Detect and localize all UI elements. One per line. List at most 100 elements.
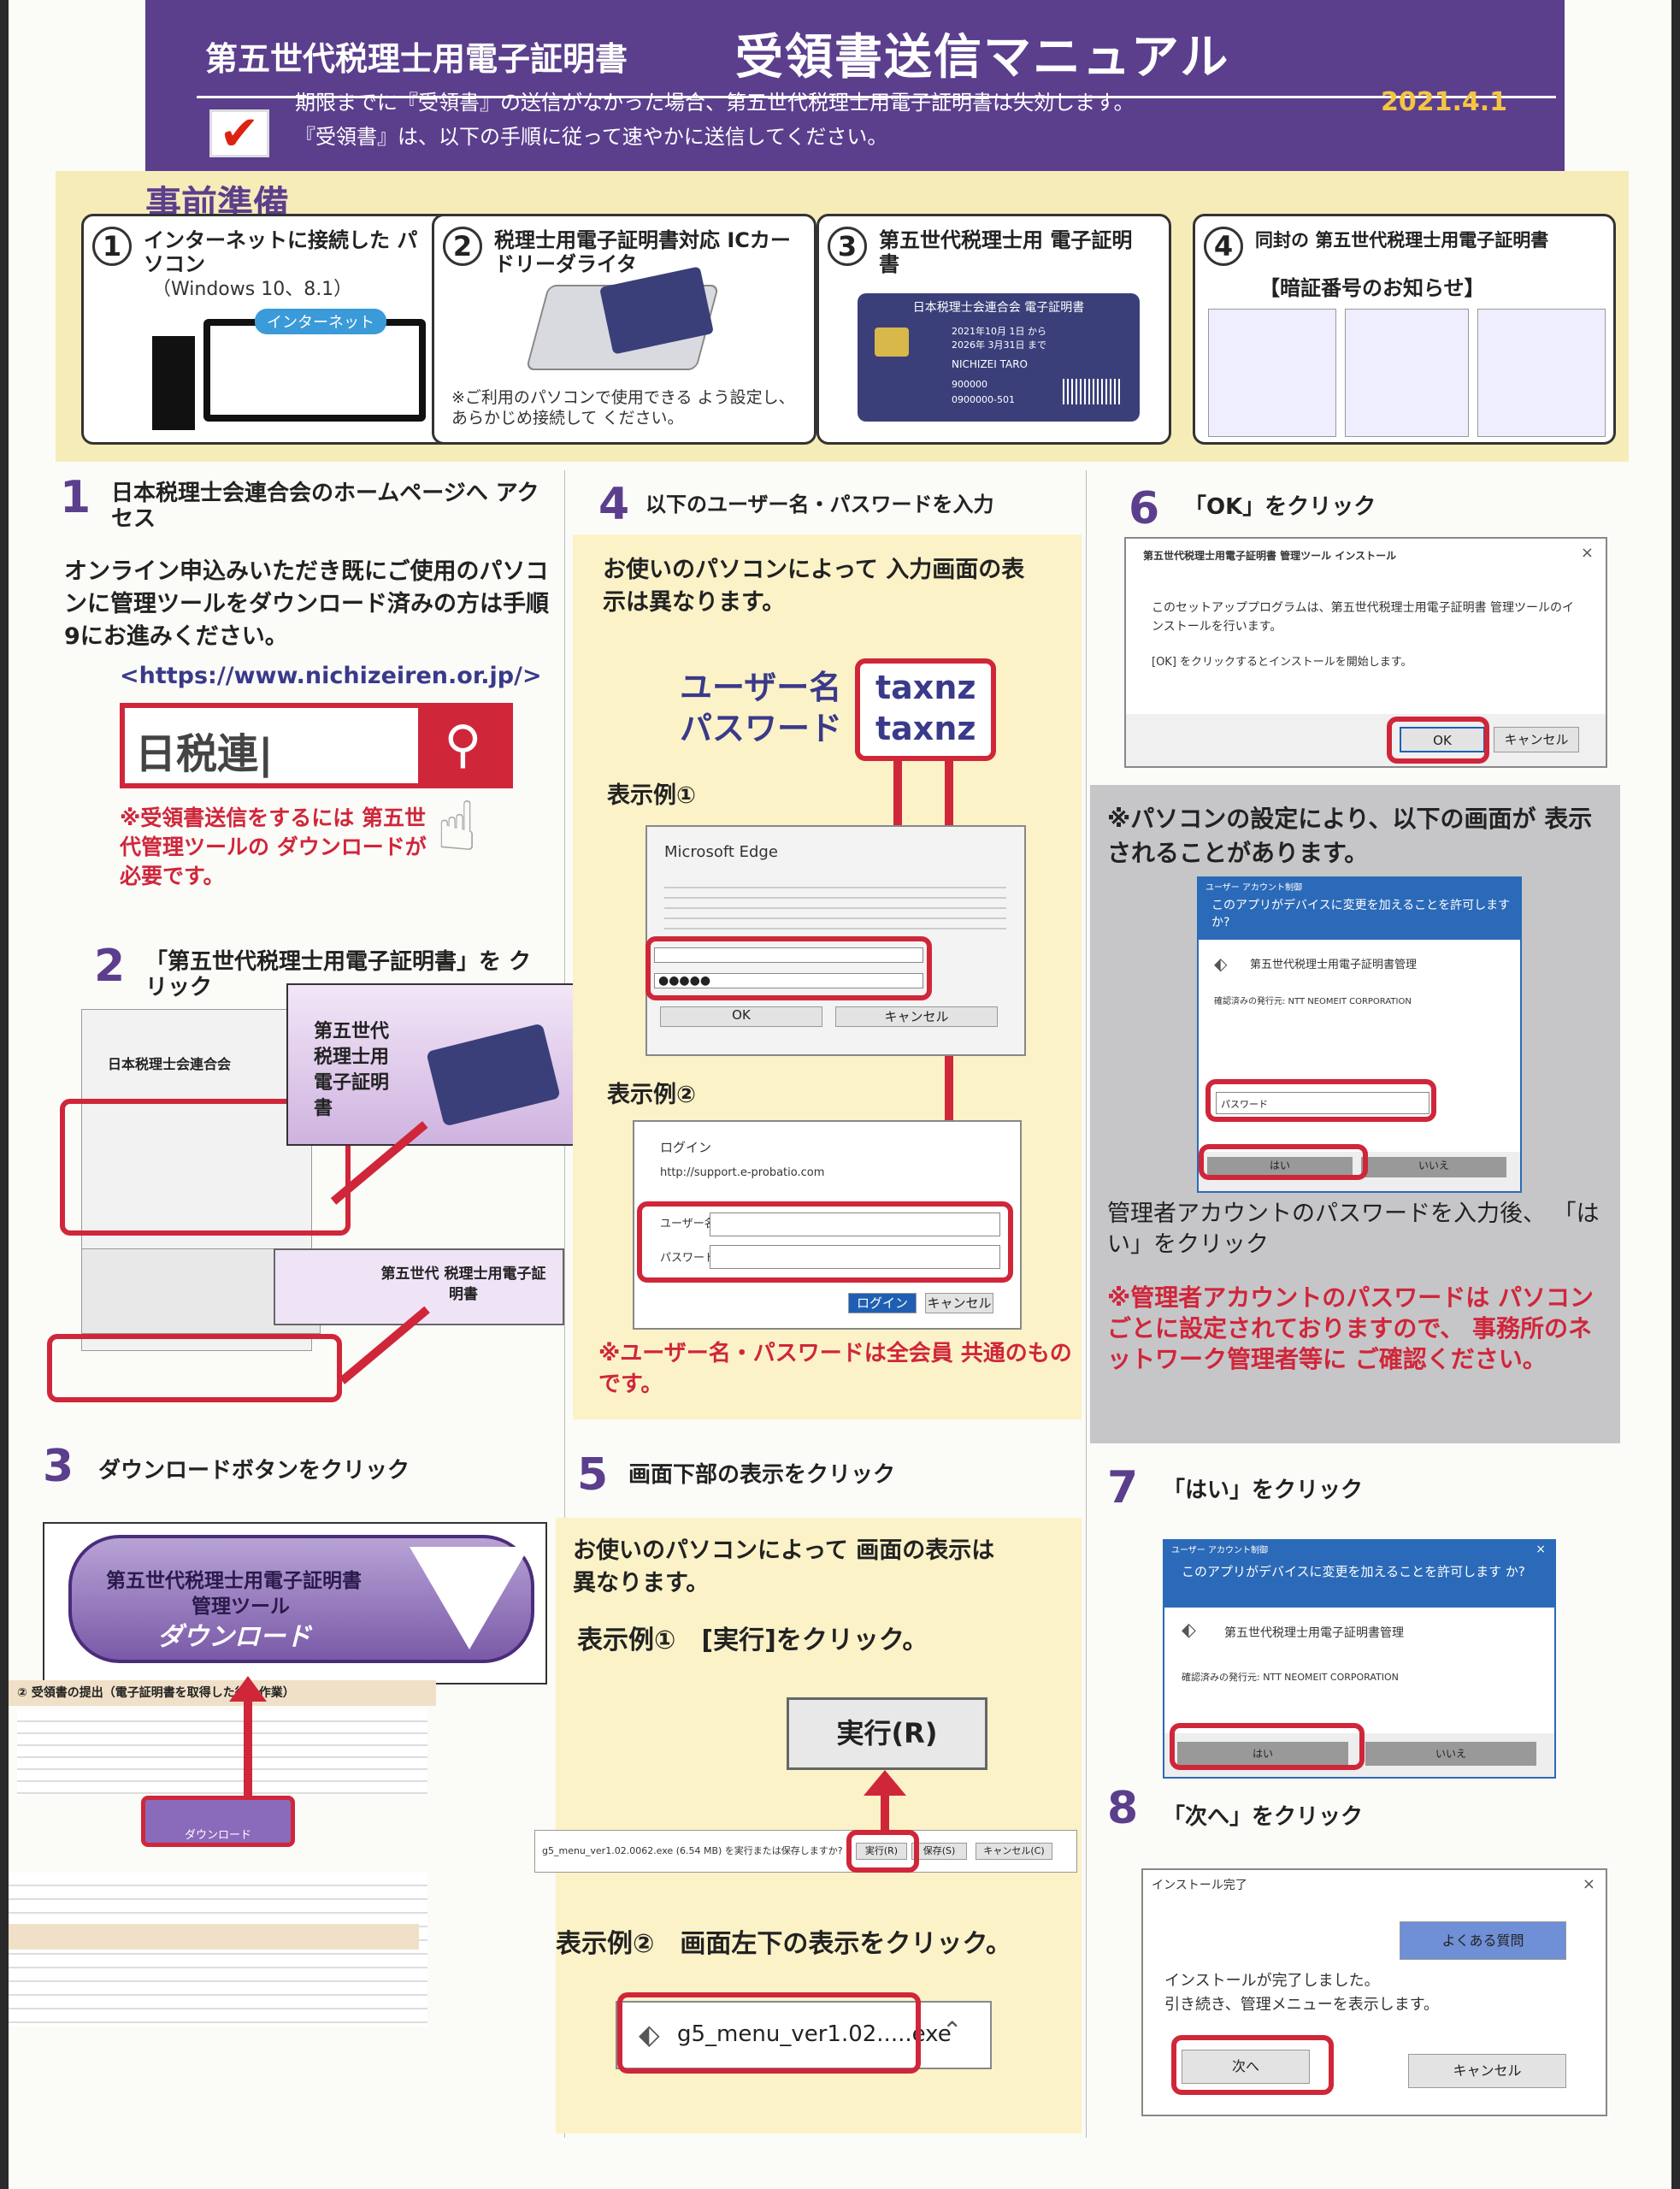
prep-card-sub: （Windows 10、8.1） (152, 279, 353, 300)
login-title: ログイン (660, 1140, 712, 1155)
prep-card-text-2: 【暗証番号のお知らせ】 (1259, 276, 1485, 300)
edge-password-input[interactable]: ●●●●● (654, 973, 923, 988)
up-arrow-head-icon (864, 1770, 906, 1796)
credentials-box: taxnz taxnz (855, 658, 996, 761)
up-arrow-head-icon (229, 1676, 267, 1702)
password-value: taxnz (875, 710, 976, 747)
notice-doc-3 (1477, 309, 1606, 437)
barcode-icon (1063, 379, 1123, 404)
install-complete-title: インストール完了 (1152, 1879, 1247, 1892)
header-title-manual: 受領書送信マニュアル (735, 30, 1230, 86)
uac-no-button[interactable]: いいえ (1361, 1157, 1506, 1177)
login-cancel-button[interactable]: キャンセル (925, 1293, 993, 1313)
card-no-2: 0900000-501 (952, 394, 1015, 405)
uac-app-name: 第五世代税理士用電子証明書管理 (1224, 1626, 1404, 1640)
edge-cancel-button[interactable]: キャンセル (835, 1006, 998, 1027)
uac-password-input[interactable]: パスワード (1216, 1092, 1429, 1114)
doc-sub-heading: ② 受領書の提出（電子証明書を取得した後の作業） (9, 1680, 436, 1706)
search-input[interactable]: 日税連| (135, 730, 274, 778)
highlight-box (1171, 2035, 1334, 2095)
download-button-line-2: 管理ツール (192, 1596, 290, 1618)
download-button[interactable]: 第五世代税理士用電子証明書 管理ツール ダウンロード (68, 1535, 534, 1663)
checkmark-icon: ✔ (209, 109, 269, 158)
prep-card-text: 同封の 第五世代税理士用電子証明書 (1255, 230, 1549, 251)
run-button[interactable]: 実行(R) (787, 1697, 987, 1770)
download-button-small[interactable]: ダウンロード (141, 1796, 295, 1847)
pc-tower-icon (152, 336, 195, 430)
install-cancel-button[interactable]: キャンセル (1408, 2054, 1566, 2088)
bar-cancel-button[interactable]: キャンセル(C) (976, 1843, 1052, 1860)
uac-no-button[interactable]: いいえ (1365, 1742, 1536, 1766)
close-icon[interactable]: × (1582, 1875, 1595, 1893)
cert-banner[interactable]: 第五世代 税理士用 電子証明書 (286, 983, 581, 1146)
manual-sheet: 第五世代税理士用電子証明書 受領書送信マニュアル ✔ 期限までに『受領書』の送信… (9, 0, 1671, 2189)
highlight-box (47, 1334, 342, 1402)
step-8-number: 8 (1107, 1783, 1139, 1834)
card-name: NICHIZEI TARO (952, 358, 1029, 370)
column-divider (564, 470, 565, 2138)
monitor-icon (203, 319, 426, 422)
step-5-body: お使いのパソコンによって 画面の表示は異なります。 (573, 1537, 995, 1596)
step-2-title: 「第五世代税理士用電子証明書」を クリック (145, 949, 532, 1000)
close-icon[interactable]: × (1536, 1543, 1546, 1556)
close-icon[interactable]: × (1580, 544, 1594, 562)
login-button[interactable]: ログイン (848, 1293, 917, 1313)
header-banner: 第五世代税理士用電子証明書 受領書送信マニュアル ✔ 期限までに『受領書』の送信… (145, 0, 1565, 171)
setup-cancel-button[interactable]: キャンセル (1494, 727, 1579, 752)
uac-header (1164, 1541, 1554, 1608)
installer-icon: ⬖ (639, 2018, 660, 2050)
step-3-number: 3 (43, 1441, 74, 1492)
setup-dialog-text-1: このセットアッププログラムは、第五世代税理士用電子証明書 管理ツールのインストー… (1152, 601, 1575, 634)
faq-button[interactable]: よくある質問 (1400, 1921, 1566, 1960)
password-label: パスワード (680, 710, 843, 747)
step-8-title: 「次へ」をクリック (1163, 1804, 1364, 1830)
uac-publisher: 確認済みの発行元: NTT NEOMEIT CORPORATION (1182, 1672, 1399, 1683)
highlight-box (1170, 1723, 1365, 1770)
login-password-input[interactable] (710, 1245, 1000, 1269)
login-url: http://support.e-probatio.com (660, 1166, 825, 1179)
certificate-card-image: 日本税理士会連合会 電子証明書 2021年10月 1日 から 2026年 3月3… (858, 293, 1140, 422)
highlight-box (645, 936, 932, 1000)
install-complete-text-2: 引き続き、管理メニューを表示します。 (1164, 1996, 1439, 2014)
search-icon[interactable]: ⚲ (418, 708, 508, 783)
header-divider (197, 96, 1556, 98)
uac-dialog-password: ユーザー アカウント制御 このアプリがデバイスに変更を加えることを許可します か… (1197, 876, 1522, 1193)
ic-card-icon (426, 1023, 561, 1127)
step-2-number: 2 (94, 941, 126, 992)
step-7-title: 「はい」をクリック (1163, 1478, 1364, 1503)
header-title: 第五世代税理士用電子証明書 (205, 40, 628, 78)
username-value: taxnz (875, 669, 976, 706)
highlight-box (637, 1201, 1013, 1283)
homepage-url[interactable]: <https://www.nichizeiren.or.jp/> (120, 663, 542, 689)
doc-band (9, 1924, 419, 1950)
download-button-line-1: 第五世代税理士用電子証明書 (106, 1570, 362, 1592)
login-username-input[interactable] (710, 1213, 1000, 1236)
next-button[interactable]: 次へ (1182, 2050, 1310, 2084)
internet-cloud-icon: インターネット (255, 309, 386, 334)
doc-text-lines (17, 1710, 427, 1796)
step-1-body: オンライン申込みいただき既にご使用のパソコンに管理ツールをダウンロード済みの方は… (64, 558, 549, 650)
search-box[interactable]: 日税連| ⚲ (120, 703, 513, 788)
uac-dialog: ユーザー アカウント制御 × このアプリがデバイスに変更を加えることを許可します… (1163, 1539, 1556, 1779)
step-1-number: 1 (60, 472, 91, 523)
bar-save-button[interactable]: 保存(S) (911, 1843, 967, 1860)
uac-header-text: ユーザー アカウント制御 (1171, 1546, 1268, 1555)
prep-card-pc: 1 インターネットに接続した パソコン （Windows 10、8.1） インタ… (81, 214, 457, 445)
bar-run-button[interactable]: 実行(R) (856, 1843, 907, 1860)
chevron-up-icon[interactable]: ⌃ (942, 2016, 963, 2044)
setup-ok-button[interactable]: OK (1400, 727, 1485, 752)
edge-ok-button[interactable]: OK (660, 1006, 822, 1027)
edge-username-input[interactable] (654, 947, 923, 963)
setup-dialog: 第五世代税理士用電子証明書 管理ツール インストール × このセットアッププログ… (1124, 537, 1607, 768)
step-6-note: ※パソコンの設定により、以下の画面が 表示されることがあります。 (1107, 805, 1593, 867)
login-user-label: ユーザー名 (660, 1218, 716, 1230)
step-5-number: 5 (577, 1449, 609, 1501)
prep-card-reader: 2 税理士用電子証明書対応 ICカードリーダライタ ※ご利用のパソコンで使用でき… (432, 214, 816, 445)
username-label: ユーザー名 (680, 669, 842, 706)
prep-card-text: インターネットに接続した パソコン (144, 228, 418, 276)
down-arrow-icon (410, 1547, 529, 1649)
doc-text-lines (9, 1873, 427, 2027)
prep-num: 2 (443, 227, 482, 266)
download-file-chip[interactable]: ⬖ g5_menu_ver1.02.....exe ⌃ (616, 2001, 992, 2069)
highlight-box (846, 1830, 919, 1873)
